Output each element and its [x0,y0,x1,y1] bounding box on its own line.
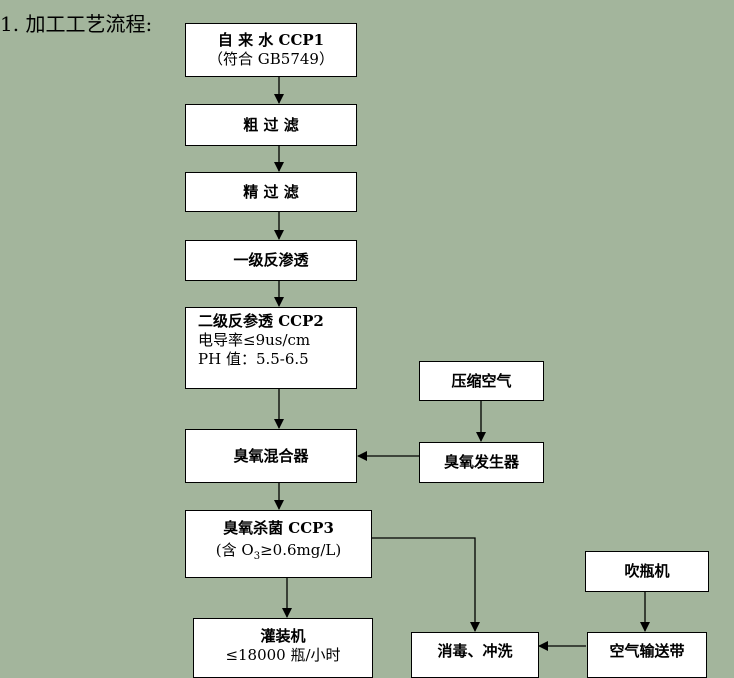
step-filling-machine-note: ≤18000 瓶/小时 [225,646,341,664]
arrow-sterilize-to-rinse [372,537,480,632]
step-filling-machine: 灌装机 ≤18000 瓶/小时 [193,618,373,678]
step-disinfect-rinse: 消毒、冲洗 [411,632,539,678]
step-ro-stage2: 二级反参透 CCP2 电导率≤9us/cm PH 值：5.5-6.5 [185,307,357,389]
step-bottle-blower: 吹瓶机 [585,551,709,592]
step-ozone-sterilize: 臭氧杀菌 CCP3 (含 O3≥0.6mg/L) [185,510,372,578]
step-ozone-sterilize-note: (含 O3≥0.6mg/L) [186,541,371,566]
step-ozone-generator: 臭氧发生器 [419,442,544,483]
page-heading: 1. 加工工艺流程: [0,12,153,36]
step-source-water-note: （符合 GB5749） [208,50,334,68]
step-fine-filter-title: 精 过 滤 [243,182,299,201]
step-ro-stage1-title: 一级反渗透 [233,251,309,269]
note-prefix: (含 O [215,541,254,559]
step-coarse-filter: 粗 过 滤 [185,104,357,146]
step-disinfect-rinse-title: 消毒、冲洗 [437,642,513,660]
step-coarse-filter-title: 粗 过 滤 [243,115,299,134]
step-source-water-title: 自 来 水 CCP1 [217,31,325,49]
step-compressed-air: 压缩空气 [419,361,544,401]
step-filling-machine-title: 灌装机 [260,627,306,645]
step-air-conveyor-title: 空气输送带 [609,642,685,660]
note-suffix: ≥0.6mg/L) [260,541,342,559]
step-ro-stage2-conductivity: 电导率≤9us/cm [198,331,311,349]
step-ozone-generator-title: 臭氧发生器 [443,453,519,471]
step-source-water: 自 来 水 CCP1 （符合 GB5749） [185,23,357,77]
step-ro-stage1: 一级反渗透 [185,240,357,281]
step-ro-stage2-ph: PH 值：5.5-6.5 [198,350,309,368]
step-ozone-sterilize-title: 臭氧杀菌 CCP3 [223,519,334,537]
step-air-conveyor: 空气输送带 [587,632,707,678]
step-compressed-air-title: 压缩空气 [451,371,512,390]
step-fine-filter: 精 过 滤 [185,172,357,212]
step-ozone-mixer: 臭氧混合器 [185,429,357,483]
step-ro-stage2-title: 二级反参透 CCP2 [198,312,324,330]
step-bottle-blower-title: 吹瓶机 [624,562,670,580]
step-ozone-mixer-title: 臭氧混合器 [233,446,309,465]
note-subscript: 3 [253,551,261,562]
